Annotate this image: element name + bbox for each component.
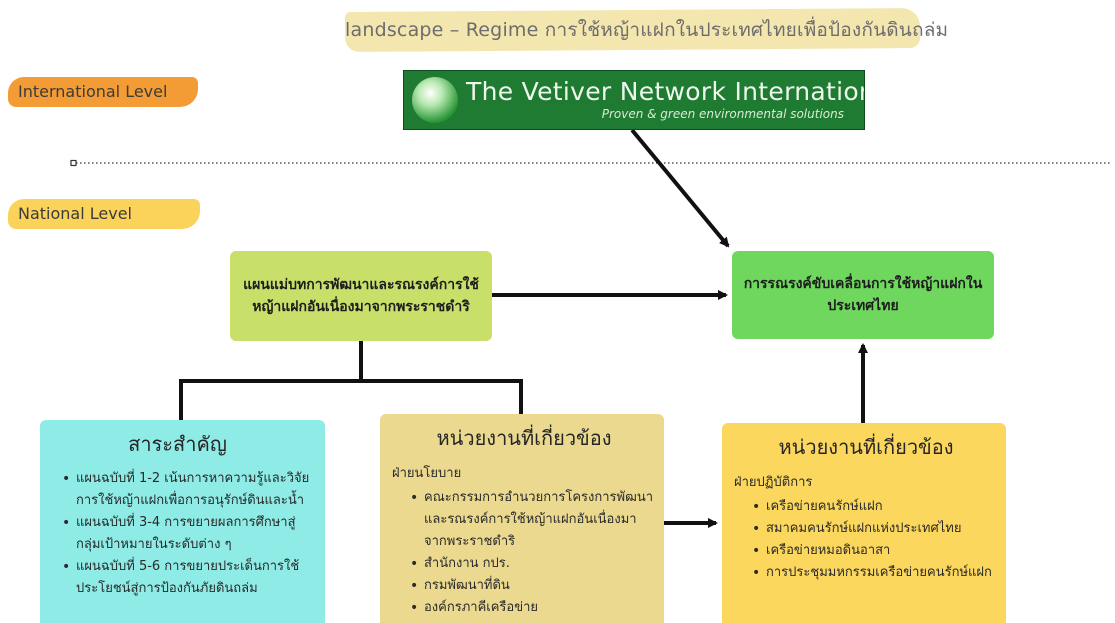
operation-agency-item: เครือข่ายหมอดินอาสา: [752, 540, 998, 562]
operation-agencies-title: หน่วยงานที่เกี่ยวข้อง: [778, 435, 954, 459]
arrow-vetiver-to-campaign: [630, 128, 730, 248]
policy-section-label: ฝ่ายนโยบาย: [392, 466, 462, 481]
essence-title: สาระสำคัญ: [128, 432, 227, 456]
essence-item: แผนฉบับที่ 1-2 เน้นการหาความรู้และวิจัยก…: [62, 468, 315, 512]
master-plan-text: แผนแม่บทการพัฒนาและรณรงค์การใช้หญ้าแฝกอั…: [243, 277, 479, 315]
master-plan-box: แผนแม่บทการพัฒนาและรณรงค์การใช้หญ้าแฝกอั…: [230, 251, 492, 341]
international-level-badge: International Level: [8, 77, 198, 107]
vetiver-network-tagline: Proven & green environmental solutions: [601, 107, 844, 121]
policy-agencies-list: คณะกรรมการอำนวยการโครงการพัฒนาและรณรงค์ก…: [392, 487, 656, 619]
policy-agency-item: กรมพัฒนาที่ดิน: [410, 575, 656, 597]
policy-agencies-box: หน่วยงานที่เกี่ยวข้อง ฝ่ายนโยบาย คณะกรรม…: [380, 414, 664, 623]
policy-agencies-title: หน่วยงานที่เกี่ยวข้อง: [436, 426, 612, 450]
vetiver-network-logo: The Vetiver Network International Proven…: [403, 70, 865, 130]
operation-section-label: ฝ่ายปฏิบัติการ: [734, 475, 813, 490]
diagram-title: landscape – Regime การใช้หญ้าแฝกในประเทศ…: [345, 19, 949, 41]
globe-icon: [412, 77, 458, 123]
operation-agency-item: การประชุมมหกรรมเครือข่ายคนรักษ์แฝก: [752, 562, 998, 584]
essence-item: แผนฉบับที่ 5-6 การขยายประเด็นการใช้ประโย…: [62, 556, 315, 600]
campaign-text: การรณรงค์ขับเคลื่อนการใช้หญ้าแฝกในประเทศ…: [743, 276, 983, 314]
policy-agency-item: สำนักงาน กปร.: [410, 553, 656, 575]
operation-agency-item: สมาคมคนรักษ์แฝกแห่งประเทศไทย: [752, 518, 998, 540]
campaign-box: การรณรงค์ขับเคลื่อนการใช้หญ้าแฝกในประเทศ…: [732, 251, 994, 339]
policy-agency-item: คณะกรรมการอำนวยการโครงการพัฒนาและรณรงค์ก…: [410, 487, 656, 553]
policy-agency-item: องค์กรภาคีเครือข่าย: [410, 597, 656, 619]
operation-agency-item: เครือข่ายคนรักษ์แฝก: [752, 496, 998, 518]
essence-item: แผนฉบับที่ 3-4 การขยายผลการศึกษาสู่กลุ่ม…: [62, 512, 315, 556]
national-level-badge: National Level: [8, 199, 200, 229]
essence-list: แผนฉบับที่ 1-2 เน้นการหาความรู้และวิจัยก…: [62, 468, 315, 600]
divider-handle: [70, 159, 77, 167]
operation-agencies-box: หน่วยงานที่เกี่ยวข้อง ฝ่ายปฏิบัติการ เคร…: [722, 423, 1006, 623]
vetiver-network-name: The Vetiver Network International: [466, 77, 865, 106]
operation-agencies-list: เครือข่ายคนรักษ์แฝก สมาคมคนรักษ์แฝกแห่งป…: [734, 496, 998, 584]
essence-box: สาระสำคัญ แผนฉบับที่ 1-2 เน้นการหาความรู…: [40, 420, 325, 623]
